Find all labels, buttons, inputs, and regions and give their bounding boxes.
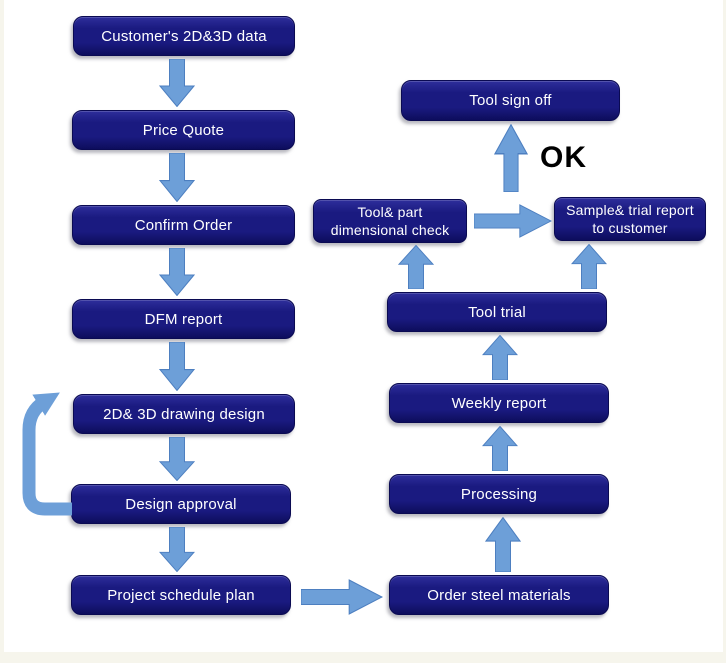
arrow-up-icon [485, 517, 521, 572]
node-label: Price Quote [142, 121, 225, 139]
arrow-up-icon [482, 426, 518, 471]
node-order-steel-materials: Order steel materials [389, 575, 609, 615]
arrow-right-icon [474, 204, 552, 238]
node-customers-2d3d-data: Customer's 2D&3D data [73, 16, 295, 56]
node-label: Tool sign off [469, 92, 552, 109]
node-dfm-report: DFM report [72, 299, 295, 339]
arrow-down-icon [159, 437, 195, 481]
arrow-down-icon [159, 59, 195, 107]
arrow-up-icon [482, 335, 518, 380]
node-label: Tool trial [468, 303, 526, 321]
arrow-down-icon [159, 248, 195, 296]
node-label: Customer's 2D&3D data [101, 27, 267, 45]
node-label: 2D& 3D drawing design [103, 405, 265, 423]
node-label: Tool& part dimensional check [330, 203, 450, 238]
node-price-quote: Price Quote [72, 110, 295, 150]
arrow-up-icon [494, 124, 528, 192]
node-sample-trial-report-to-customer: Sample& trial report to customer [554, 197, 706, 241]
arrow-right-icon [301, 579, 383, 615]
node-label: Project schedule plan [107, 586, 255, 604]
node-label: Order steel materials [427, 586, 571, 604]
page-border-bottom [0, 652, 726, 663]
node-weekly-report: Weekly report [389, 383, 609, 423]
node-tool-part-dimensional-check: Tool& part dimensional check [313, 199, 467, 243]
node-label: Confirm Order [134, 216, 233, 234]
node-label: Design approval [125, 495, 237, 513]
node-label: Sample& trial report to customer [566, 201, 694, 236]
node-tool-trial: Tool trial [387, 292, 607, 332]
loop-back-arrow-icon [22, 392, 72, 516]
node-confirm-order: Confirm Order [72, 205, 295, 245]
node-label: DFM report [144, 310, 223, 328]
node-design-approval: Design approval [71, 484, 291, 524]
page-border-left [0, 0, 4, 663]
node-project-schedule-plan: Project schedule plan [71, 575, 291, 615]
node-tool-sign-off: Tool sign off [401, 80, 620, 121]
arrow-down-icon [159, 342, 195, 391]
page-border-right [723, 0, 726, 663]
node-label: Weekly report [451, 394, 547, 412]
node-label: Processing [460, 485, 538, 503]
arrow-up-icon [398, 245, 434, 289]
ok-label: OK [540, 141, 587, 174]
arrow-down-icon [159, 527, 195, 572]
node-processing: Processing [389, 474, 609, 514]
arrow-down-icon [159, 153, 195, 202]
arrow-up-icon [571, 244, 607, 289]
node-2d-3d-drawing-design: 2D& 3D drawing design [73, 394, 295, 434]
